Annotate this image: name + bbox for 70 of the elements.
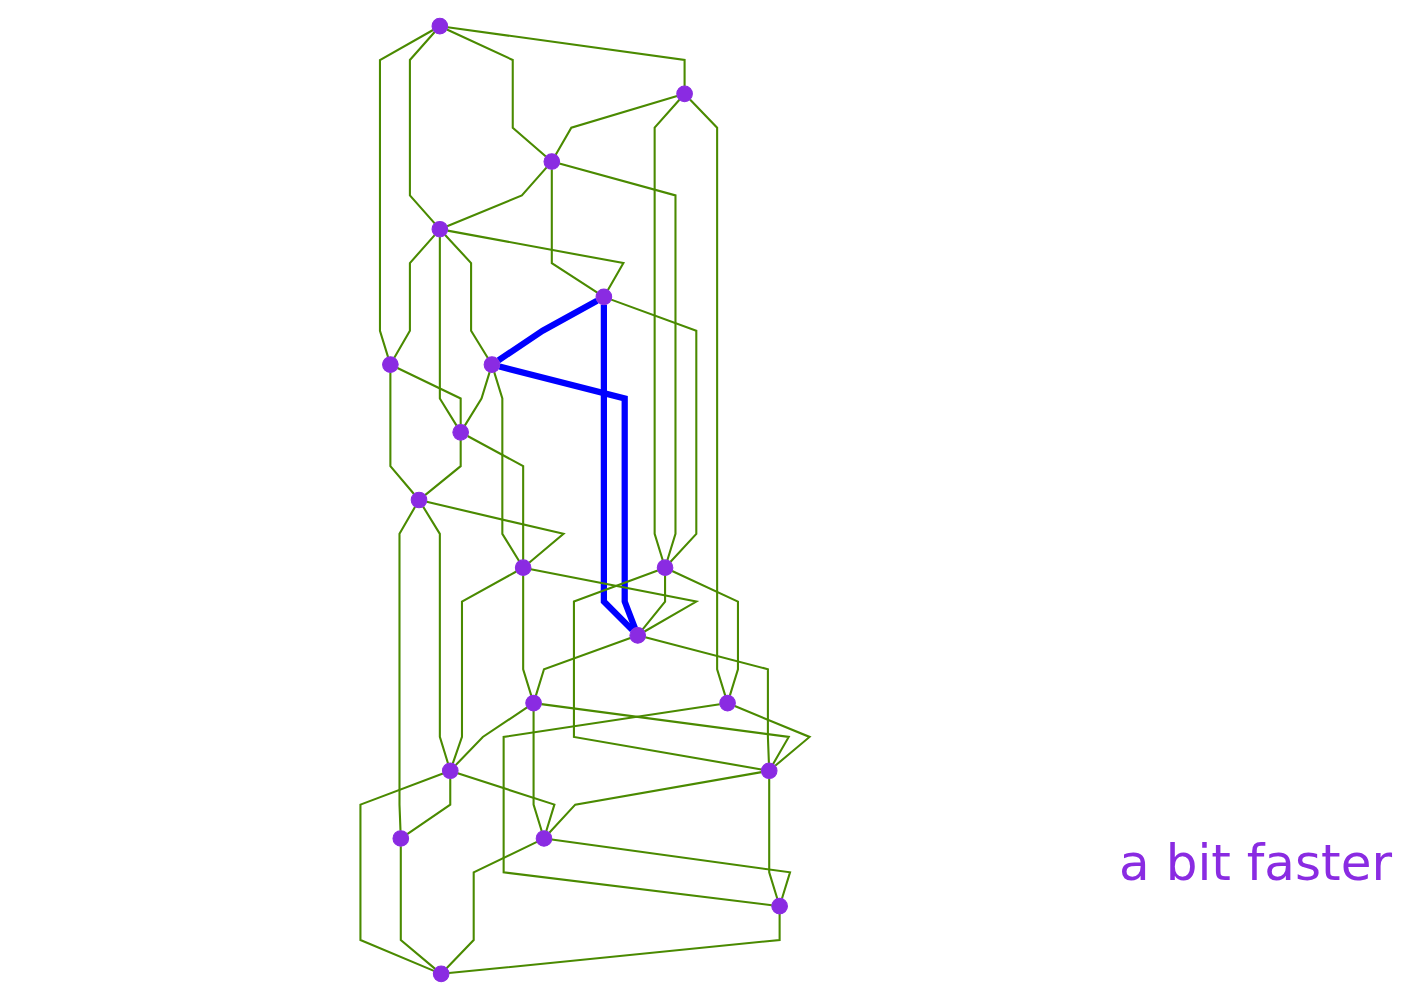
connector: [689, 98, 727, 696]
connector: [448, 913, 781, 975]
node-circle: [452, 424, 469, 441]
connector: [530, 568, 700, 633]
node-circle: [719, 694, 736, 712]
node-circle: [382, 356, 399, 373]
connector: [522, 575, 533, 696]
connector: [559, 162, 677, 561]
connector: [541, 703, 791, 765]
connector: [378, 29, 434, 358]
node-circle: [514, 559, 532, 576]
connector: [399, 846, 436, 970]
connector: [408, 31, 436, 225]
node-circle: [432, 965, 450, 983]
connector: [426, 500, 566, 564]
node-circle: [441, 762, 459, 780]
connector: [446, 28, 547, 158]
connector: [502, 703, 772, 907]
connector: [610, 298, 698, 563]
connector: [396, 367, 462, 425]
caption-text: a bit faster: [1119, 834, 1392, 892]
node-circle: [535, 830, 553, 847]
connector: [467, 435, 525, 560]
connector: [457, 772, 556, 832]
connector: [554, 95, 678, 156]
connector: [406, 778, 452, 835]
connector: [534, 637, 631, 696]
node-circle: [656, 559, 674, 576]
connector: [463, 371, 491, 427]
connector: [422, 506, 449, 764]
connector: [496, 297, 599, 363]
connector: [447, 229, 626, 291]
node-circle: [525, 694, 542, 712]
node-circle: [629, 627, 647, 644]
node-circle: [392, 830, 410, 847]
connector: [550, 169, 598, 294]
connector: [645, 636, 770, 763]
connector: [446, 166, 548, 228]
connector: [532, 710, 543, 832]
node-circle: [483, 356, 501, 373]
connector: [653, 99, 681, 561]
connector: [444, 234, 489, 359]
connector: [768, 778, 779, 899]
node-circle: [431, 220, 449, 238]
connector: [734, 705, 812, 767]
node-circle: [431, 17, 449, 35]
connector: [438, 237, 458, 427]
connector: [447, 26, 686, 87]
connector: [551, 838, 792, 899]
connector: [389, 372, 415, 495]
connector: [671, 570, 739, 696]
connector: [451, 570, 517, 764]
connector: [641, 575, 667, 630]
connector: [498, 363, 638, 630]
connector: [398, 506, 417, 831]
connector: [424, 440, 462, 496]
node-circle: [771, 897, 788, 915]
connector: [572, 569, 762, 771]
connector: [393, 234, 436, 359]
connector: [454, 706, 528, 766]
connector: [445, 840, 538, 969]
node-circle: [410, 491, 428, 509]
connector: [493, 371, 520, 562]
connector: [359, 772, 444, 972]
node-circle: [676, 85, 693, 103]
node-circle: [760, 762, 778, 780]
node-circle: [595, 288, 613, 306]
connector: [600, 304, 635, 633]
node-circle: [543, 153, 561, 170]
connector: [548, 771, 762, 834]
